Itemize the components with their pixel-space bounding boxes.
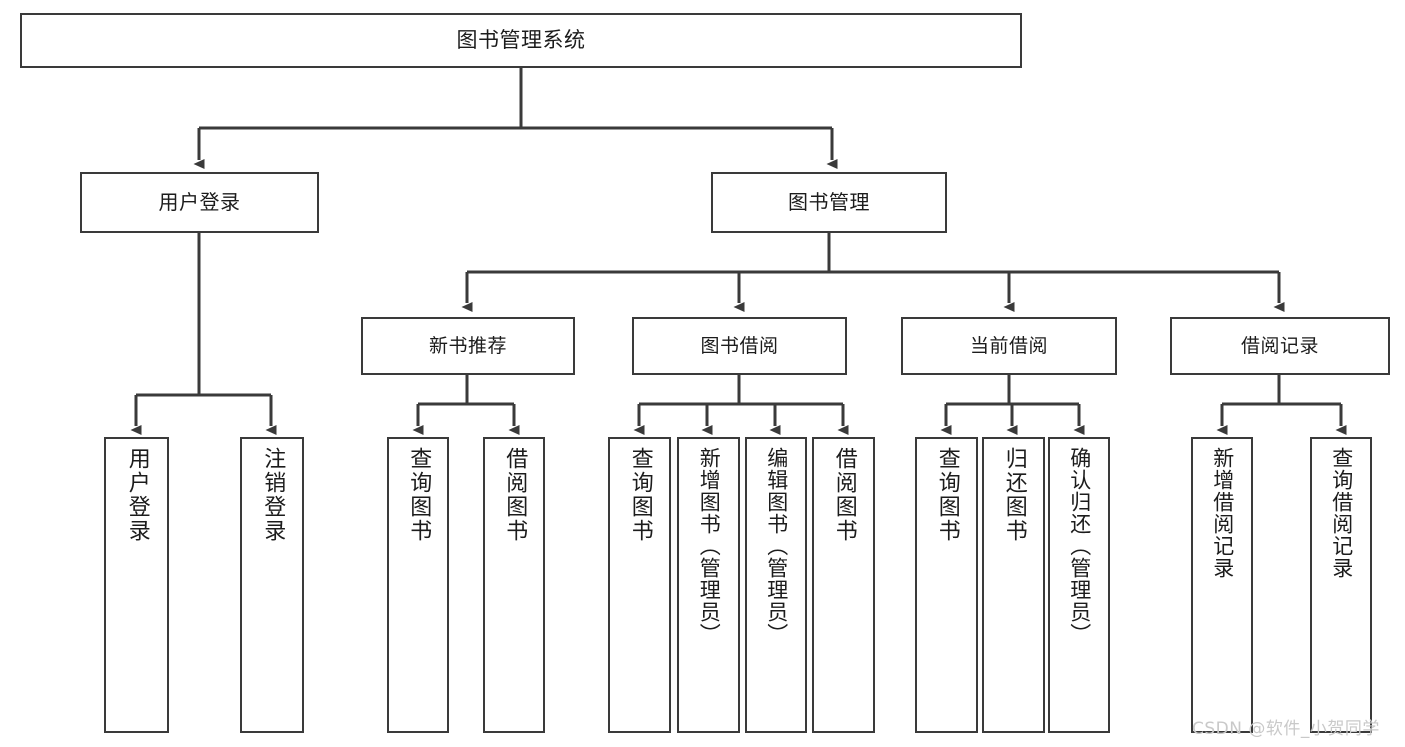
node-leaf-query-book-2[interactable]: 查询图书: [608, 437, 671, 733]
node-book-borrow[interactable]: 图书借阅: [632, 317, 847, 375]
csdn-watermark: CSDN @软件_小贺同学: [1192, 719, 1380, 739]
node-leaf-edit-book[interactable]: 编辑图书（管理员）: [745, 437, 807, 733]
node-leaf-borrow-book-2[interactable]: 借阅图书: [812, 437, 875, 733]
node-label: 当前借阅: [969, 334, 1048, 357]
node-leaf-user-login[interactable]: 用户登录: [104, 437, 169, 733]
node-label: 图书管理系统: [456, 28, 586, 53]
node-label: 查询图书: [627, 447, 653, 543]
node-leaf-query-borrow-record[interactable]: 查询借阅记录: [1310, 437, 1372, 733]
node-user-login[interactable]: 用户登录: [80, 172, 319, 233]
node-label: 用户登录: [158, 189, 241, 214]
node-new-book-recommend[interactable]: 新书推荐: [361, 317, 575, 375]
node-leaf-confirm-return[interactable]: 确认归还（管理员）: [1048, 437, 1110, 733]
node-label: 图书借阅: [700, 334, 779, 357]
node-root-book-management-system[interactable]: 图书管理系统: [20, 13, 1022, 68]
node-label: 查询借阅记录: [1329, 447, 1354, 579]
node-label: 新增图书（管理员）: [697, 447, 722, 645]
node-label: 注销登录: [260, 447, 286, 543]
node-borrow-record[interactable]: 借阅记录: [1170, 317, 1390, 375]
node-label: 编辑图书（管理员）: [764, 447, 789, 645]
node-leaf-logout-login[interactable]: 注销登录: [240, 437, 304, 733]
node-label: 用户登录: [124, 447, 150, 543]
node-label: 归还图书: [1001, 447, 1027, 543]
node-leaf-borrow-book-1[interactable]: 借阅图书: [483, 437, 545, 733]
node-label: 借阅图书: [502, 447, 528, 543]
node-label: 图书管理: [788, 189, 870, 214]
node-label: 借阅图书: [831, 447, 857, 543]
node-label: 查询图书: [934, 447, 960, 543]
node-leaf-add-book[interactable]: 新增图书（管理员）: [677, 437, 740, 733]
node-book-management[interactable]: 图书管理: [711, 172, 947, 233]
node-leaf-query-book-1[interactable]: 查询图书: [387, 437, 449, 733]
node-leaf-add-borrow-record[interactable]: 新增借阅记录: [1191, 437, 1253, 733]
node-leaf-query-book-3[interactable]: 查询图书: [915, 437, 978, 733]
node-label: 新书推荐: [428, 334, 507, 357]
node-label: 借阅记录: [1240, 334, 1319, 357]
node-leaf-return-book[interactable]: 归还图书: [982, 437, 1045, 733]
node-current-borrow[interactable]: 当前借阅: [901, 317, 1117, 375]
node-label: 查询图书: [406, 447, 432, 543]
node-label: 确认归还（管理员）: [1067, 447, 1092, 645]
node-label: 新增借阅记录: [1210, 447, 1235, 579]
